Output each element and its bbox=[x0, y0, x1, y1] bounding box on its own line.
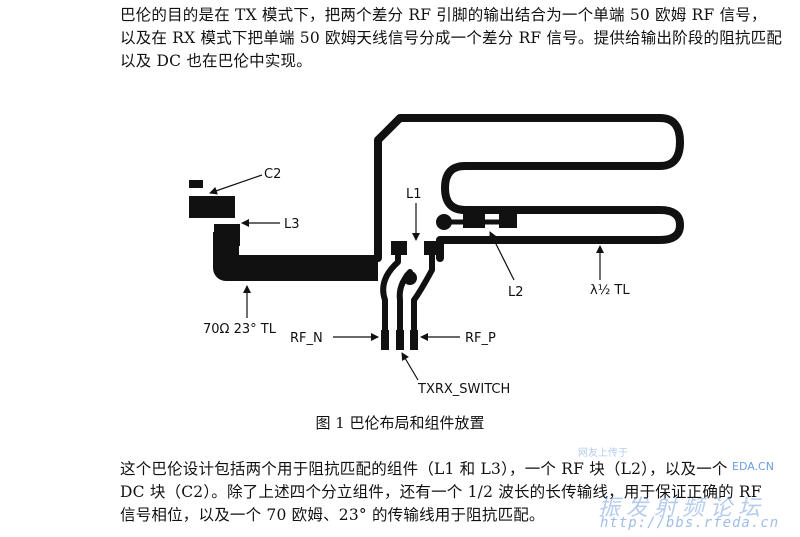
half-wave-label: λ½ TL bbox=[590, 283, 630, 298]
l2-pad-right bbox=[499, 210, 517, 228]
l2-via bbox=[436, 214, 452, 230]
rf-n-label: RF_N bbox=[290, 331, 323, 346]
l1-pad-right bbox=[424, 241, 440, 255]
txrx-via bbox=[403, 271, 417, 285]
rf-p-trace bbox=[411, 247, 435, 348]
l3-pad bbox=[214, 224, 240, 246]
description-paragraph: 这个巴伦设计包括两个用于阻抗匹配的组件（L1 和 L3），一个 RF 块（L2）… bbox=[120, 458, 762, 527]
l2-pad-left bbox=[463, 214, 485, 228]
tl-70-trace bbox=[213, 232, 378, 281]
txrx-switch-label: TXRX_SWITCH bbox=[417, 382, 510, 397]
l1-label: L1 bbox=[406, 187, 422, 202]
half-wave-trace bbox=[374, 114, 684, 262]
rf-n-trace bbox=[380, 247, 401, 348]
description-line: 信号相位，以及一个 70 欧姆、23° 的传输线用于阻抗匹配。 bbox=[120, 506, 545, 524]
intro-paragraph: 巴伦的目的是在 TX 模式下，把两个差分 RF 引脚的输出结合为一个单端 50 … bbox=[120, 4, 783, 73]
figure-caption: 图 1 巴伦布局和组件放置 bbox=[315, 414, 485, 432]
intro-line: 巴伦的目的是在 TX 模式下，把两个差分 RF 引脚的输出结合为一个单端 50 … bbox=[120, 6, 767, 24]
c2-component bbox=[189, 196, 235, 218]
rf-p-label: RF_P bbox=[465, 331, 496, 346]
c2-pad bbox=[189, 180, 203, 188]
c2-arrow bbox=[209, 174, 263, 195]
txrx-pin bbox=[396, 330, 404, 350]
intro-line: 以及在 RX 模式下把单端 50 欧姆天线信号分成一个差分 RF 信号。提供给输… bbox=[120, 29, 783, 47]
rf-n-pin bbox=[381, 330, 389, 350]
watermark-chinese: 振发射频论坛 bbox=[598, 496, 767, 521]
intro-line: 以及 DC 也在巴伦中实现。 bbox=[120, 52, 312, 70]
rf-p-pin bbox=[410, 330, 418, 350]
watermark-logo: EDA.CN bbox=[732, 460, 774, 473]
l3-label: L3 bbox=[284, 217, 300, 232]
l2-arrow bbox=[489, 231, 515, 281]
txrx-arrow bbox=[401, 352, 419, 381]
description-line: 这个巴伦设计包括两个用于阻抗匹配的组件（L1 和 L3），一个 RF 块（L2）… bbox=[120, 460, 728, 478]
l2-label: L2 bbox=[508, 285, 524, 300]
l1-pad-left bbox=[391, 241, 407, 255]
description-line: DC 块（C2）。除了上述四个分立组件，还有一个 1/2 波长的长传输线，用于保… bbox=[120, 483, 762, 501]
watermark-small-text: 网友上传于 bbox=[578, 448, 628, 459]
tl-70-label: 70Ω 23° TL bbox=[203, 322, 277, 337]
c2-label: C2 bbox=[264, 167, 281, 182]
watermark-url: http://bbs.rfeda.cn bbox=[600, 515, 780, 531]
